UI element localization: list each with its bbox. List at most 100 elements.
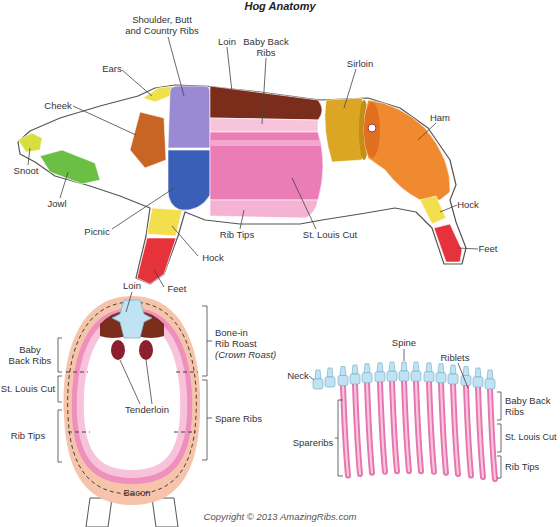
cut-line [174, 432, 196, 433]
cut-label: St. Louis Cut [0, 383, 56, 394]
cut-label: Ears [95, 63, 129, 74]
ham-bone [368, 124, 376, 132]
cut-label: Spine [384, 337, 424, 348]
cut-label: Feet [468, 243, 508, 254]
leader-line [309, 376, 314, 380]
vertebra [448, 365, 458, 384]
vertebra [387, 362, 397, 381]
bracket [497, 424, 501, 452]
front-feet-cut [137, 238, 176, 284]
bracket [497, 392, 501, 420]
cut-line [176, 372, 198, 373]
cut-label: Cheek [35, 100, 81, 111]
hind-feet-cut [434, 224, 462, 262]
cut-label: Feet [157, 283, 197, 294]
spine-section [112, 300, 152, 338]
vertebra [411, 362, 421, 381]
cut-label: Baby Back Ribs [240, 36, 292, 58]
cut-label: St. Louis Cut [290, 229, 370, 240]
leader-line [112, 188, 174, 229]
cut-label: Hock [193, 252, 233, 263]
cut-label: Shoulder, Butt and Country Ribs [124, 14, 200, 36]
bracket [335, 400, 343, 476]
bracket [58, 410, 62, 462]
vertebra [313, 370, 323, 389]
hind-hock-cut [420, 196, 446, 224]
leader-line [28, 148, 30, 165]
vertebra [325, 368, 335, 387]
copyright-caption: Copyright © 2013 AmazingRibs.com [0, 511, 560, 522]
leader-line [458, 363, 468, 388]
bracket [58, 338, 62, 372]
cut-label: Rib Tips [505, 461, 555, 472]
cut-label: Ham [420, 112, 460, 123]
cut-label: Spare Ribs [215, 413, 275, 424]
leader-line [292, 178, 316, 229]
leader-line [227, 47, 232, 92]
cut-label: Bacon [112, 487, 162, 498]
rib-ring-inner [77, 314, 187, 478]
picnic-cut [168, 150, 210, 210]
leader-line [458, 248, 478, 249]
leader-line [404, 349, 405, 361]
jowl-cut [40, 150, 100, 184]
cut-label: Rib Tips [0, 430, 56, 441]
rib [441, 383, 446, 473]
cut-label: Picnic [72, 226, 122, 237]
bracket [497, 456, 501, 478]
rib [453, 384, 458, 474]
vertebra [485, 370, 495, 389]
vertebra [362, 364, 372, 383]
cut-label: Riblets [435, 352, 475, 363]
loin-cut [210, 86, 322, 120]
st-louis-cut [210, 132, 323, 200]
cheek-cut [130, 112, 166, 168]
cut-label: Tenderloin [117, 404, 177, 415]
cut-label: Bone-in Rib Roast [215, 327, 261, 349]
leader-line [60, 172, 68, 198]
cut-label: St. Louis Cut [505, 432, 560, 443]
cut-label: Loin [210, 36, 244, 47]
cut-label: Rib Tips [207, 229, 267, 240]
rib [343, 386, 348, 476]
cut-line [68, 432, 90, 433]
cut-label: Snoot [6, 165, 46, 176]
vertebra [375, 363, 385, 382]
bacon-layer [64, 296, 201, 505]
leader-line [73, 106, 136, 135]
leader-line [146, 360, 152, 404]
tenderloin-muscle [111, 340, 125, 360]
rib [429, 382, 434, 472]
rib [466, 386, 471, 476]
vertebra [473, 368, 483, 387]
leader-line [120, 360, 140, 404]
leader-line [168, 37, 184, 96]
leader-line [126, 292, 132, 312]
rib-tips-cut [210, 200, 318, 218]
vertebra [350, 365, 360, 384]
cut-line [66, 372, 88, 373]
cut-label: Loin [110, 280, 154, 291]
leader-line [418, 123, 436, 140]
baby-back-cut [210, 118, 318, 132]
cut-label: Neck [278, 370, 318, 381]
vertebra [399, 362, 409, 381]
rib [404, 381, 409, 471]
rib [478, 387, 483, 477]
cut-label: Hock [448, 199, 488, 210]
rib [490, 389, 495, 479]
cut-label: Jowl [37, 198, 77, 209]
rib [392, 381, 397, 471]
rib [416, 381, 421, 471]
leader-line [440, 205, 457, 212]
leader-line [240, 210, 244, 229]
body-cavity [84, 320, 180, 470]
rib [380, 382, 385, 472]
rib [355, 384, 360, 474]
leg-outline [152, 498, 178, 527]
cut-label: Baby Back Ribs [505, 395, 555, 417]
bracket [202, 380, 212, 460]
vertebra [338, 367, 348, 386]
rib [367, 383, 372, 473]
